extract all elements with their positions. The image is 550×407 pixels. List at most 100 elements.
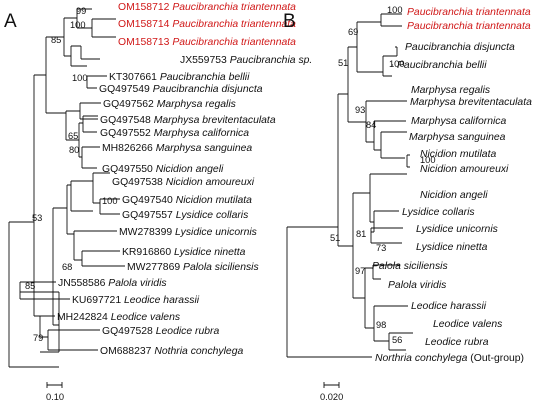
leaf-label: Marphysa regalis [411, 85, 490, 96]
accession-number: GQ497562 [103, 99, 154, 110]
support-value: 51 [330, 233, 340, 243]
leaf-label: GQ497540 Nicidion mutilata [122, 195, 252, 206]
support-value: 98 [376, 320, 386, 330]
leaf-label: GQ497528 Leodice rubra [102, 326, 219, 337]
species-name: Palola viridis [388, 280, 446, 291]
accession-number: OM158714 [118, 19, 170, 30]
accession-number: JX559753 [180, 55, 227, 66]
species-name: Northria conchylega [375, 353, 468, 364]
leaf-label: KR916860 Lysidice ninetta [122, 247, 246, 258]
accession-number: MH242824 [57, 312, 108, 323]
leaf-label: MW278399 Lysidice unicornis [119, 227, 257, 238]
species-name: Palola siciliensis [372, 261, 448, 272]
species-name: Nicidion amoureuxi [166, 177, 255, 188]
support-value: 69 [348, 27, 358, 37]
leaf-label: Lysidice collaris [402, 207, 475, 218]
species-name: Lysidice unicornis [416, 224, 498, 235]
support-value: 100 [70, 20, 86, 30]
species-name: Paucibranchia disjuncta [153, 84, 263, 95]
species-name: Palola viridis [108, 278, 166, 289]
accession-number: KR916860 [122, 247, 171, 258]
accession-number: OM688237 [100, 346, 152, 357]
support-value: 84 [366, 120, 376, 130]
support-value: 100 [102, 196, 118, 206]
outgroup-note: (Out-group) [467, 353, 524, 364]
species-name: Marphysa sanguinea [409, 132, 506, 143]
leaf-label: Nicidion angeli [420, 190, 488, 201]
species-name: Leodice valens [433, 319, 502, 330]
leaf-label: Marphysa sanguinea [409, 132, 506, 143]
leaf-label: JN558586 Palola viridis [58, 278, 167, 289]
leaf-label: OM688237 Nothria conchylega [100, 346, 243, 357]
support-value: 100 [420, 155, 436, 165]
accession-number: GQ497540 [122, 195, 173, 206]
support-value: 85 [51, 35, 61, 45]
leaf-labels: Paucibranchia triantennata Paucibranchia… [372, 7, 532, 364]
leaf-label: OM158712 Paucibranchia triantennata [118, 2, 296, 13]
leaf-label: Nicidion mutilata [420, 149, 496, 160]
support-values: 99 100 85 100 65 80 100 53 68 85 79 [25, 6, 118, 343]
species-name: Nicidion mutilata [176, 195, 252, 206]
species-name: Nicidion mutilata [420, 149, 496, 160]
leaf-label: Marphysa brevitentaculata [410, 97, 532, 108]
leaf-label: Paucibranchia triantennata [407, 21, 531, 32]
species-name: Marphysa californica [411, 116, 507, 127]
leaf-label: Paucibranchia disjuncta [405, 42, 515, 53]
leaf-label: GQ497562 Marphysa regalis [103, 99, 236, 110]
accession-number: JN558586 [58, 278, 106, 289]
leaf-label: Northria conchylega (Out-group) [375, 353, 524, 364]
tree-branches [286, 13, 413, 388]
leaf-label: OM158713 Paucibranchia triantennata [118, 37, 296, 48]
support-value: 85 [25, 281, 35, 291]
species-name: Lysidice ninetta [174, 247, 246, 258]
species-name: Leodice rubra [156, 326, 220, 337]
leaf-label: GQ497549 Paucibranchia disjuncta [99, 84, 263, 95]
leaf-label: Leodice rubra [425, 337, 489, 348]
species-name: Nothria conchylega [154, 346, 243, 357]
species-name: Lysidice unicornis [175, 227, 257, 238]
leaf-label: MW277869 Palola siciliensis [127, 262, 259, 273]
leaf-label: GQ497548 Marphysa brevitentaculata [100, 115, 276, 126]
accession-number: MW278399 [119, 227, 172, 238]
support-value: 100 [389, 59, 405, 69]
species-name: Paucibranchia triantennata [172, 37, 296, 48]
support-value: 81 [356, 229, 366, 239]
leaf-label: Lysidice ninetta [416, 242, 488, 253]
support-value: 73 [376, 243, 386, 253]
leaf-label: Lysidice unicornis [416, 224, 498, 235]
species-name: Paucibranchia disjuncta [405, 42, 515, 53]
accession-number: OM158713 [118, 37, 170, 48]
support-value: 100 [72, 73, 88, 83]
species-name: Marphysa brevitentaculata [410, 97, 532, 108]
leaf-label: Paucibranchia bellii [397, 60, 487, 71]
support-value: 100 [387, 5, 403, 15]
support-value: 79 [33, 333, 43, 343]
tree-branches [8, 8, 125, 388]
species-name: Nicidion angeli [420, 190, 488, 201]
species-name: Paucibranchia triantennata [172, 19, 296, 30]
accession-number: KU697721 [72, 295, 121, 306]
leaf-label: GQ497550 Nicidion angeli [102, 164, 224, 175]
leaf-label: KU697721 Leodice harassii [72, 295, 200, 306]
leaf-label: Leodice harassii [411, 301, 487, 312]
species-name: Paucibranchia bellii [160, 72, 250, 83]
leaf-label: Palola siciliensis [372, 261, 448, 272]
species-name: Nicidion angeli [156, 164, 224, 175]
support-value: 56 [392, 335, 402, 345]
support-value: 93 [355, 105, 365, 115]
support-value: 51 [338, 58, 348, 68]
leaf-label: GQ497552 Marphysa californica [100, 128, 249, 139]
species-name: Lysidice collaris [402, 207, 475, 218]
panel-letter: B [283, 11, 296, 32]
species-name: Nicidion amoureuxi [420, 164, 509, 175]
species-name: Marphysa californica [154, 128, 250, 139]
species-name: Paucibranchia sp. [230, 55, 313, 66]
leaf-label: GQ497557 Lysidice collaris [122, 210, 248, 221]
accession-number: KT307661 [109, 72, 157, 83]
leaf-label: MH242824 Leodice valens [57, 312, 180, 323]
species-name: Palola siciliensis [183, 262, 259, 273]
support-value: 99 [76, 6, 86, 16]
species-name: Lysidice ninetta [416, 242, 488, 253]
